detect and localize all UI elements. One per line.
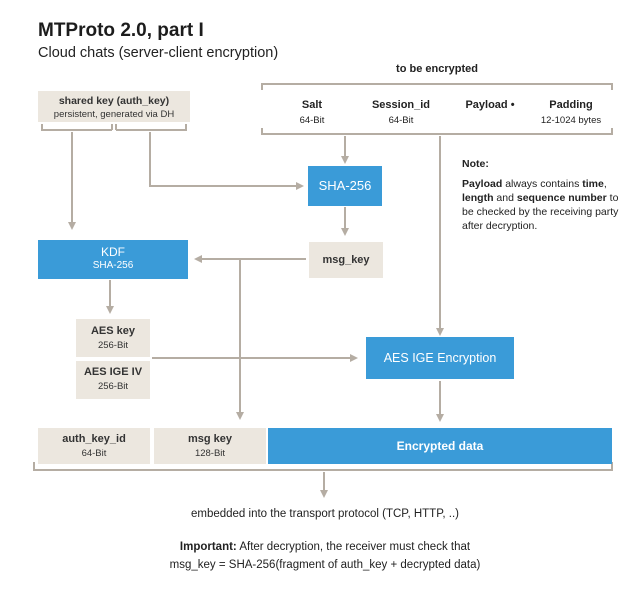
aes-key-title: AES key xyxy=(90,325,136,337)
shared-key-desc: persistent, generated via DH xyxy=(53,109,175,120)
encrypted-group-bracket xyxy=(261,83,613,90)
kdf-box: KDF SHA-256 xyxy=(38,240,188,279)
shared-key-box: shared key (auth_key) persistent, genera… xyxy=(38,91,190,122)
field-salt-size: 64-Bit xyxy=(299,115,325,126)
field-padding-size: 12-1024 bytes xyxy=(540,115,602,126)
field-padding-name: Padding xyxy=(549,99,593,111)
aes-key-sub: 256-Bit xyxy=(97,340,129,351)
arrow-sharedkey-to-sha xyxy=(149,132,304,190)
auth-key-id-sub: 64-Bit xyxy=(81,448,107,459)
field-session-id-name: Session_id xyxy=(371,99,431,111)
kdf-sub: SHA-256 xyxy=(92,260,134,271)
note-heading: Note: xyxy=(462,158,489,170)
shared-key-title: shared key (auth_key) xyxy=(58,95,170,107)
field-salt: Salt 64-Bit xyxy=(272,99,352,126)
sha256-box: SHA-256 xyxy=(308,166,382,206)
auth-key-id-box: auth_key_id 64-Bit xyxy=(38,428,150,464)
diagram-subtitle: Cloud chats (server-client encryption) xyxy=(38,45,279,61)
aes-iv-box: AES IGE IV 256-Bit xyxy=(76,361,150,399)
msg-key-bottom-box: msg key 128-Bit xyxy=(154,428,266,464)
field-payload: Payload • xyxy=(452,99,528,115)
field-salt-name: Salt xyxy=(301,99,323,111)
field-session-id: Session_id 64-Bit xyxy=(358,99,444,126)
aes-iv-sub: 256-Bit xyxy=(97,381,129,392)
note-body: Payload always contains time,length and … xyxy=(462,178,619,232)
aes-encryption-box: AES IGE Encryption xyxy=(366,337,514,379)
field-padding: Padding 12-1024 bytes xyxy=(526,99,616,126)
important-note: Important: After decryption, the receive… xyxy=(30,538,620,574)
important-formula: msg_key = SHA-256(fragment of auth_key +… xyxy=(169,559,481,571)
encrypted-data-box: Encrypted data xyxy=(268,428,612,464)
bottom-bracket xyxy=(33,462,613,471)
aes-iv-title: AES IGE IV xyxy=(83,366,143,378)
diagram-title: MTProto 2.0, part I xyxy=(38,20,204,41)
auth-key-id-title: auth_key_id xyxy=(62,433,126,445)
important-text: After decryption, the receiver must chec… xyxy=(236,541,471,553)
note-text: Note: Payload always contains time,lengt… xyxy=(462,157,621,233)
field-payload-name: Payload • xyxy=(465,99,515,111)
important-label: Important: xyxy=(179,541,237,553)
field-session-id-size: 64-Bit xyxy=(388,115,414,126)
msg-key-bottom-sub: 128-Bit xyxy=(194,448,226,459)
msg-key-box: msg_key xyxy=(309,242,383,278)
msg-key-bottom-title: msg key xyxy=(187,433,233,445)
aes-key-box: AES key 256-Bit xyxy=(76,319,150,357)
to-be-encrypted-label: to be encrypted xyxy=(396,63,478,75)
kdf-title: KDF xyxy=(101,245,125,259)
shared-key-bracket xyxy=(41,124,187,131)
transport-text: embedded into the transport protocol (TC… xyxy=(190,508,460,520)
